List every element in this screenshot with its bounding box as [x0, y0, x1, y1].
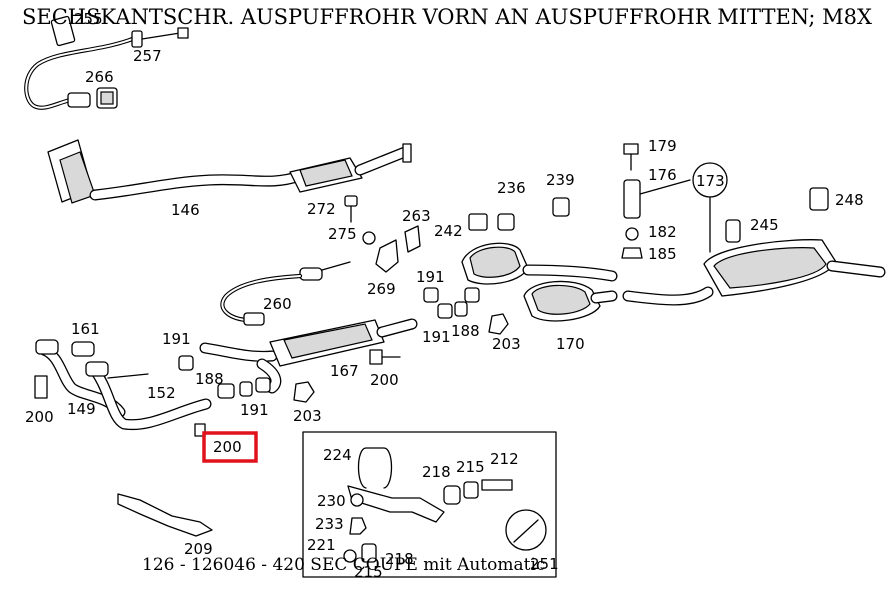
part-label: 255 [74, 10, 103, 28]
selected-part-label[interactable]: 200 [213, 438, 242, 456]
part-label: 230 [317, 492, 346, 510]
part-label: 236 [497, 179, 526, 197]
part-labels: 255 257 266 146 272 275 263 269 260 242 … [25, 10, 864, 581]
part-label: 221 [307, 536, 336, 554]
part-label: 185 [648, 245, 677, 263]
part-label: 239 [546, 171, 575, 189]
part-label: 212 [490, 450, 519, 468]
middle-fasteners [299, 195, 421, 281]
part-label: 188 [195, 370, 224, 388]
part-label: 275 [328, 225, 357, 243]
part-label: 257 [133, 47, 162, 65]
part-label: 251 [530, 555, 559, 573]
part-label: 179 [648, 137, 677, 155]
part-label: 224 [323, 446, 352, 464]
part-label: 203 [492, 335, 521, 353]
part-label: 191 [240, 401, 269, 419]
part-label: 188 [451, 322, 480, 340]
part-label: 218 [422, 463, 451, 481]
part-label: 152 [147, 384, 176, 402]
oxygen-sensor-wiring-top [24, 15, 189, 110]
bracket-209 [117, 493, 213, 537]
part-label: 167 [330, 362, 359, 380]
part-label: 245 [750, 216, 779, 234]
front-pipe-146 [47, 139, 412, 204]
part-label: 146 [171, 201, 200, 219]
oxygen-sensor-wiring-middle [220, 273, 303, 326]
detail-inset [302, 431, 557, 578]
part-label: 218 [385, 550, 414, 568]
rubber-mounts-cluster [423, 197, 570, 335]
part-label: 161 [71, 320, 100, 338]
front-pipes-149-152 [34, 339, 401, 437]
detail-inset-frame [302, 431, 557, 578]
part-label: 200 [370, 371, 399, 389]
part-label: 173 [696, 172, 725, 190]
part-label: 233 [315, 515, 344, 533]
intermediate-mufflers-170 [461, 242, 618, 322]
part-label: 149 [67, 400, 96, 418]
part-label: 242 [434, 222, 463, 240]
part-label: 209 [184, 540, 213, 558]
part-label: 260 [263, 295, 292, 313]
part-label: 215 [456, 458, 485, 476]
bolt-stack [621, 143, 728, 259]
part-label: 248 [835, 191, 864, 209]
part-label: 191 [416, 268, 445, 286]
part-label: 182 [648, 223, 677, 241]
part-label: 272 [307, 200, 336, 218]
part-label: 269 [367, 280, 396, 298]
rear-muffler-245 [622, 187, 886, 306]
part-label: 266 [85, 68, 114, 86]
center-pipe-167 [199, 318, 418, 394]
part-label: 191 [162, 330, 191, 348]
part-label: 263 [402, 207, 431, 225]
part-label: 200 [25, 408, 54, 426]
part-label: 176 [648, 166, 677, 184]
part-label: 203 [293, 407, 322, 425]
vehicle-caption: 126 - 126046 - 420 SEC COUPE mit Automat… [142, 555, 545, 575]
selected-part-highlight [202, 431, 258, 463]
part-label: 191 [422, 328, 451, 346]
part-label: 170 [556, 335, 585, 353]
diagram-title: SECHSKANTSCHR. AUSPUFFROHR VORN AN AUSPU… [22, 5, 872, 29]
part-label: 215 [354, 563, 383, 581]
